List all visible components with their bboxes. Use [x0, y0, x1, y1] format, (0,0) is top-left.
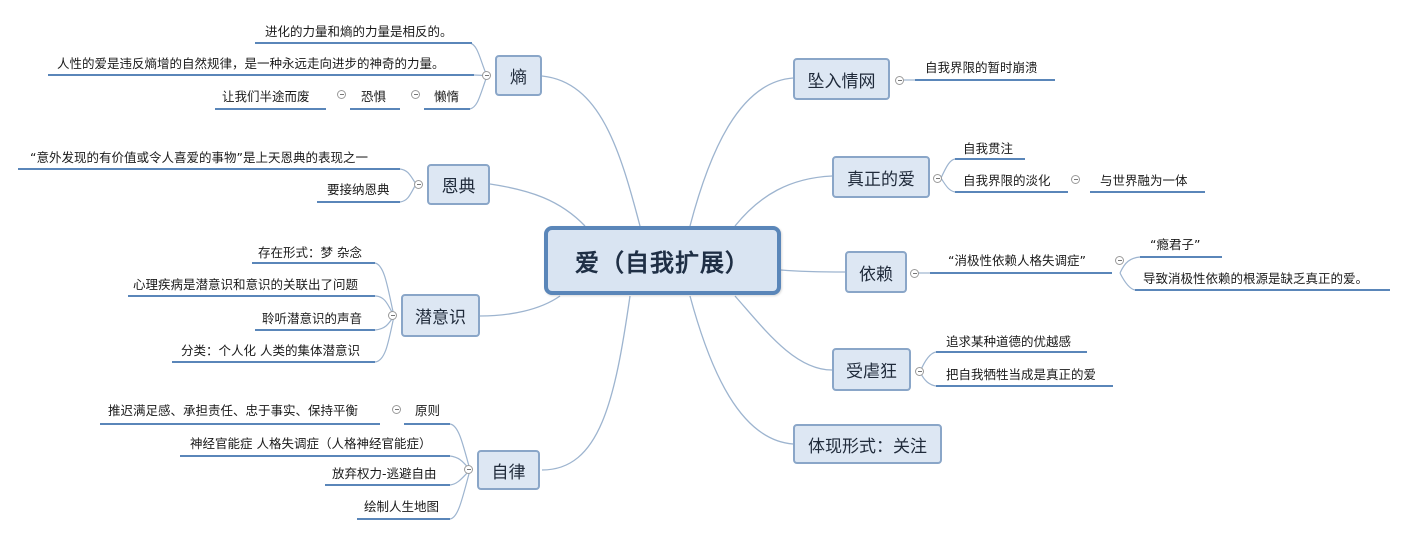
- leaf-zhen-2-1[interactable]: 与世界融为一体: [1100, 173, 1188, 188]
- leaf-shounue-2[interactable]: 把自我牺牲当成是真正的爱: [946, 367, 1097, 382]
- collapse-toggle-icon[interactable]: [1115, 256, 1124, 265]
- leaf-shounue-1[interactable]: 追求某种道德的优越感: [946, 334, 1072, 349]
- collapse-toggle-icon[interactable]: [933, 174, 942, 183]
- leaf-zilv-1-yuanze[interactable]: 原则: [415, 403, 441, 418]
- leaf-shang-3-landuo[interactable]: 懒惰: [434, 89, 460, 104]
- topic-zhuiru[interactable]: 坠入情网: [793, 58, 890, 100]
- topic-shang[interactable]: 熵: [495, 55, 542, 96]
- leaf-qian-3[interactable]: 聆听潜意识的声音: [262, 311, 363, 326]
- collapse-toggle-icon[interactable]: [915, 367, 924, 376]
- leaf-zilv-3[interactable]: 放弃权力-逃避自由: [332, 466, 437, 481]
- topic-zhenzheng[interactable]: 真正的爱: [832, 156, 930, 198]
- leaf-endian-1[interactable]: “意外发现的有价值或令人喜爱的事物”是上天恩典的表现之一: [30, 150, 368, 165]
- leaf-shang-3[interactable]: 让我们半途而废: [222, 89, 310, 104]
- topic-zilv[interactable]: 自律: [477, 450, 540, 490]
- topic-qianyishi[interactable]: 潜意识: [401, 294, 480, 337]
- collapse-toggle-icon[interactable]: [392, 405, 401, 414]
- collapse-toggle-icon[interactable]: [895, 76, 904, 85]
- leaf-zilv-2[interactable]: 神经官能症 人格失调症（人格神经官能症）: [190, 436, 432, 451]
- leaf-yilai-1-2[interactable]: 导致消极性依赖的根源是缺乏真正的爱。: [1143, 271, 1369, 286]
- topic-shounue[interactable]: 受虐狂: [832, 348, 911, 391]
- collapse-toggle-icon[interactable]: [482, 71, 491, 80]
- collapse-toggle-icon[interactable]: [464, 465, 473, 474]
- topic-yilai[interactable]: 依赖: [845, 251, 907, 293]
- leaf-yilai-1-1[interactable]: “瘾君子”: [1150, 237, 1201, 252]
- topic-tixian[interactable]: 体现形式：关注: [793, 424, 942, 464]
- leaf-shang-2[interactable]: 人性的爱是违反熵增的自然规律，是一种永远走向进步的神奇的力量。: [57, 56, 445, 71]
- leaf-endian-2[interactable]: 要接纳恩典: [327, 182, 390, 197]
- leaf-shang-1[interactable]: 进化的力量和熵的力量是相反的。: [265, 24, 453, 39]
- leaf-zilv-1[interactable]: 推迟满足感、承担责任、忠于事实、保持平衡: [108, 403, 359, 418]
- leaf-shang-3-kongju[interactable]: 恐惧: [361, 89, 387, 104]
- leaf-qian-2[interactable]: 心理疾病是潜意识和意识的关联出了问题: [133, 277, 359, 292]
- collapse-toggle-icon[interactable]: [411, 90, 420, 99]
- central-topic[interactable]: 爱（自我扩展）: [544, 226, 781, 295]
- leaf-qian-1[interactable]: 存在形式：梦 杂念: [258, 245, 362, 260]
- collapse-toggle-icon[interactable]: [337, 90, 346, 99]
- collapse-toggle-icon[interactable]: [388, 311, 397, 320]
- topic-endian[interactable]: 恩典: [427, 164, 490, 205]
- leaf-zhen-2[interactable]: 自我界限的淡化: [963, 173, 1051, 188]
- leaf-zhen-1[interactable]: 自我贯注: [963, 141, 1014, 156]
- leaf-yilai-1[interactable]: “消极性依赖人格失调症”: [948, 253, 1086, 268]
- collapse-toggle-icon[interactable]: [414, 180, 423, 189]
- leaf-zhuiru-1[interactable]: 自我界限的暂时崩溃: [925, 60, 1038, 75]
- leaf-zilv-4[interactable]: 绘制人生地图: [364, 499, 440, 514]
- leaf-qian-4[interactable]: 分类：个人化 人类的集体潜意识: [181, 343, 360, 358]
- collapse-toggle-icon[interactable]: [1071, 175, 1080, 184]
- collapse-toggle-icon[interactable]: [910, 269, 919, 278]
